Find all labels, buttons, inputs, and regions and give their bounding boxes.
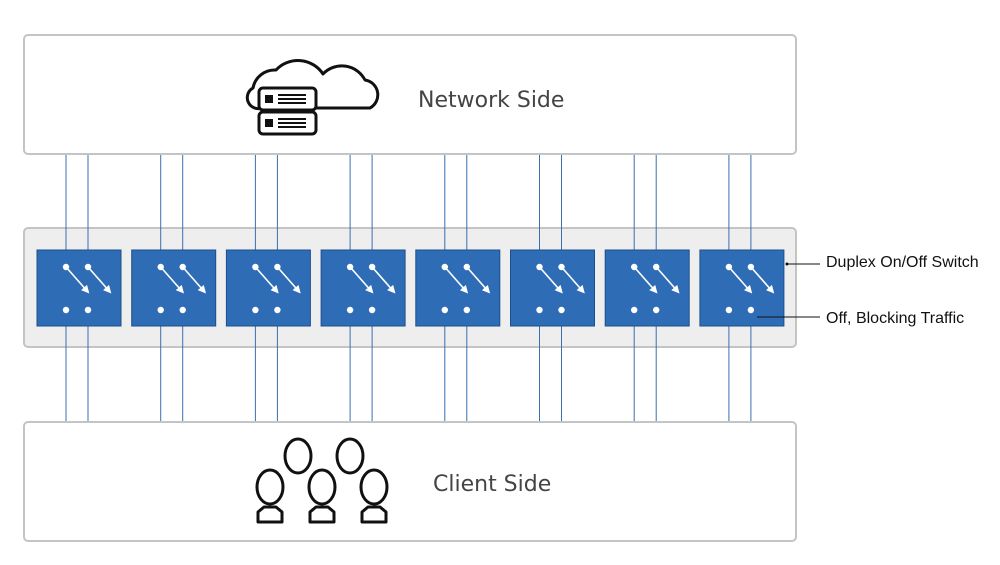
duplex-switch bbox=[415, 249, 501, 327]
switch-arm bbox=[466, 266, 491, 294]
switch-arm bbox=[633, 266, 658, 294]
switch-arm bbox=[750, 266, 775, 294]
network-side-panel bbox=[23, 34, 797, 155]
switch-arm bbox=[538, 266, 563, 294]
network-side-label: Network Side bbox=[418, 88, 565, 113]
switch-arm bbox=[560, 266, 585, 294]
duplex-switch bbox=[699, 249, 785, 327]
lower-contact bbox=[725, 306, 733, 314]
lower-contact bbox=[747, 306, 755, 314]
lower-contact bbox=[441, 306, 448, 314]
people-group-icon bbox=[255, 437, 389, 524]
switch-arm bbox=[276, 266, 301, 294]
lower-contact bbox=[274, 306, 281, 314]
duplex-switch bbox=[225, 249, 311, 327]
lower-contact bbox=[463, 306, 470, 314]
switch-arm bbox=[444, 266, 469, 294]
switch-arm bbox=[65, 266, 90, 294]
switch-arm bbox=[728, 266, 753, 294]
duplex-switch-callout: Duplex On/Off Switch bbox=[826, 254, 979, 271]
duplex-switch bbox=[131, 249, 217, 327]
switch-arm bbox=[371, 266, 396, 294]
duplex-switch bbox=[36, 249, 122, 327]
switch-arm bbox=[160, 266, 185, 294]
switch-arm bbox=[254, 266, 279, 294]
lower-contact bbox=[558, 306, 565, 314]
lower-contact bbox=[346, 306, 354, 314]
switch-arm bbox=[349, 266, 374, 294]
lower-contact bbox=[536, 306, 543, 314]
switch-arm bbox=[655, 266, 680, 294]
lower-contact bbox=[62, 306, 70, 314]
duplex-callout-dot bbox=[785, 262, 789, 266]
cloud-server-icon bbox=[245, 59, 380, 136]
duplex-switch bbox=[510, 249, 595, 327]
lower-contact bbox=[252, 306, 259, 314]
duplex-switch bbox=[320, 249, 406, 327]
switch-arm bbox=[87, 266, 112, 294]
switch-arm bbox=[182, 266, 207, 294]
lower-contact bbox=[631, 306, 638, 314]
lower-contact bbox=[179, 306, 186, 314]
client-side-label: Client Side bbox=[433, 472, 552, 497]
duplex-switch bbox=[604, 249, 690, 327]
lower-contact bbox=[84, 306, 92, 314]
lower-contact bbox=[368, 306, 376, 314]
lower-contact bbox=[653, 306, 660, 314]
client-side-panel bbox=[23, 421, 797, 542]
switch-box bbox=[225, 249, 311, 327]
blocking-traffic-callout: Off, Blocking Traffic bbox=[826, 310, 965, 327]
lower-contact bbox=[157, 306, 164, 314]
